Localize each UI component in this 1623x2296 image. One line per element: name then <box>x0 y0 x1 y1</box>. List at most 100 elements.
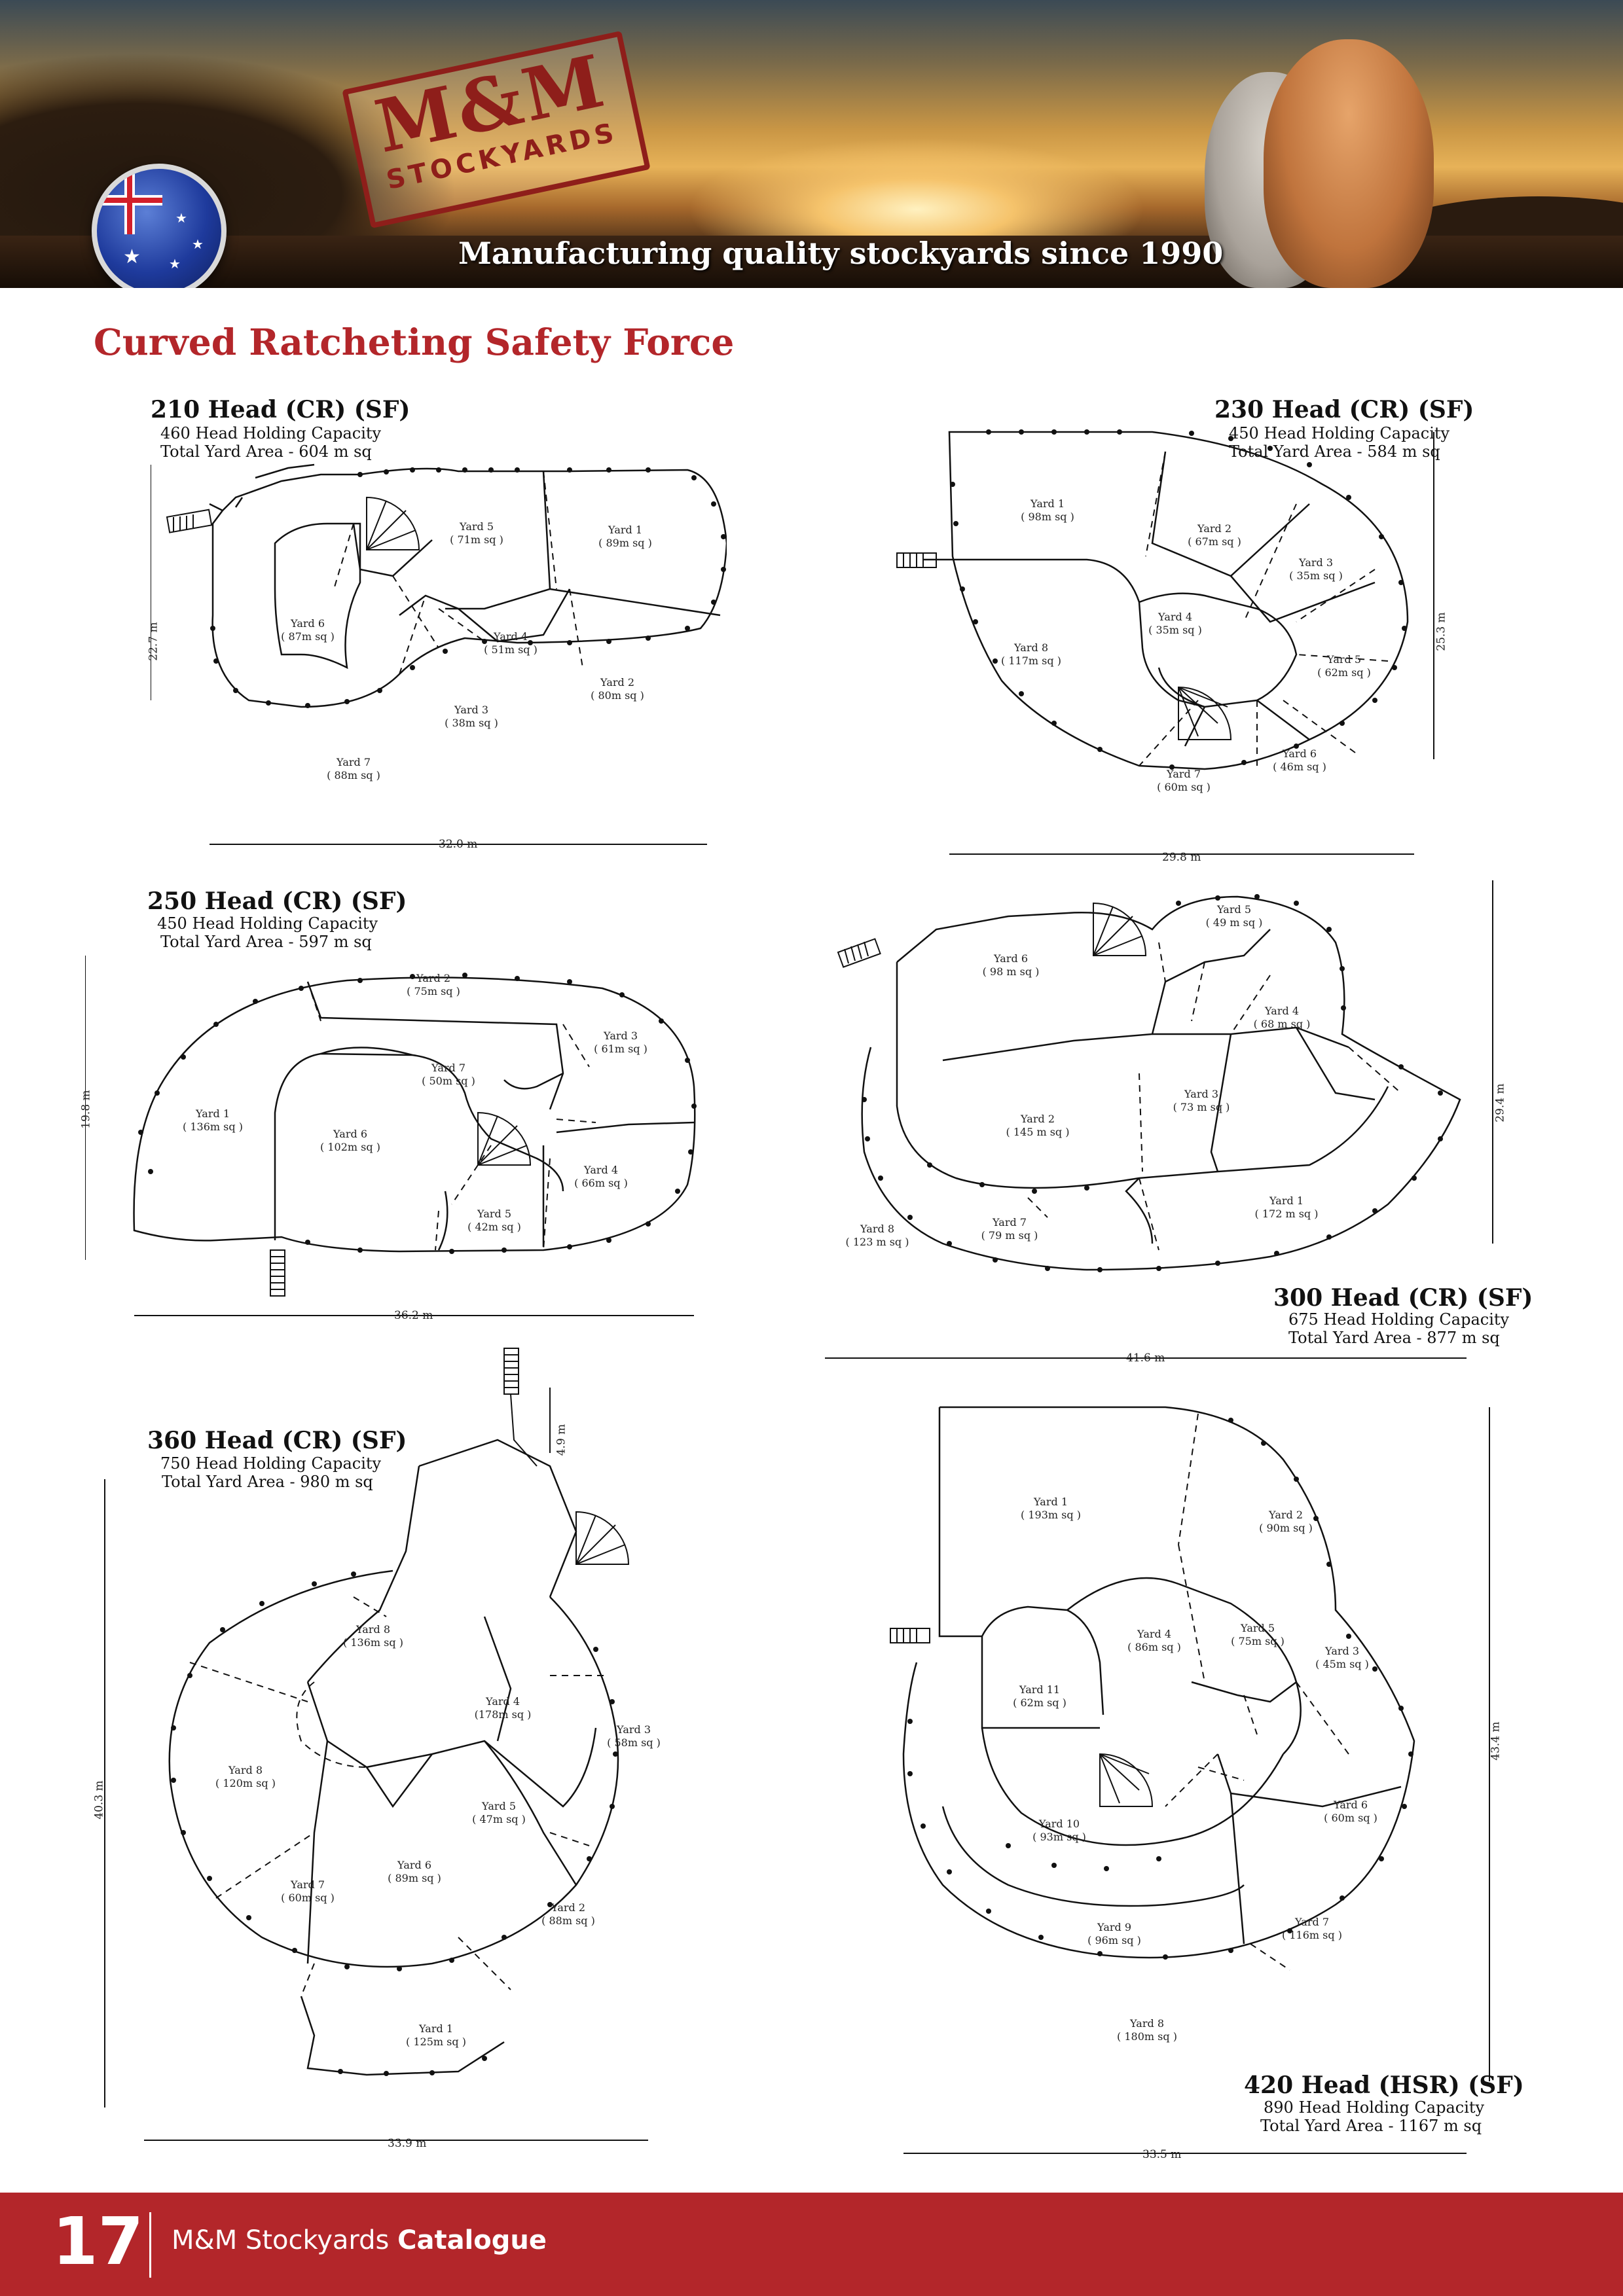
yard-label: Yard 1( 89m sq ) <box>598 524 652 549</box>
yard-label: Yard 1( 193m sq ) <box>1021 1496 1081 1521</box>
yard-label: Yard 3( 58m sq ) <box>607 1723 661 1749</box>
yard-label: Yard 6( 87m sq ) <box>281 617 335 643</box>
yard-label: Yard 5( 49 m sq ) <box>1205 903 1263 929</box>
yard-label: Yard 10( 93m sq ) <box>1032 1818 1086 1843</box>
plan-capacity: 890 Head Holding Capacity <box>1264 2098 1485 2117</box>
plan-area: Total Yard Area - 597 m sq <box>160 933 372 951</box>
yard-plan-drawing <box>151 463 727 845</box>
height-dimension: 22.7 m <box>147 622 160 661</box>
yard-label: Yard 4( 68 m sq ) <box>1253 1005 1311 1030</box>
plan-250-head: 250 Head (CR) (SF) 450 Head Holding Capa… <box>80 884 727 1329</box>
yard-label: Yard 4( 66m sq ) <box>574 1164 628 1189</box>
yard-label: Yard 6( 89m sq ) <box>388 1859 441 1884</box>
yard-label: Yard 1( 172 m sq ) <box>1254 1194 1319 1220</box>
yard-label: Yard 7( 50m sq ) <box>422 1062 475 1087</box>
yard-label: Yard 11( 62m sq ) <box>1013 1683 1067 1709</box>
tagline: Manufacturing quality stockyards since 1… <box>458 236 1224 271</box>
yard-label: Yard 5( 42m sq ) <box>467 1208 521 1233</box>
yard-label: Yard 4( 35m sq ) <box>1148 611 1202 636</box>
yard-label: Yard 3( 45m sq ) <box>1315 1645 1369 1670</box>
yard-label: Yard 5( 47m sq ) <box>472 1800 526 1825</box>
yard-label: Yard 8( 136m sq ) <box>343 1623 403 1649</box>
yard-label: Yard 7( 116m sq ) <box>1282 1916 1342 1941</box>
plan-210-head: 210 Head (CR) (SF) 460 Head Holding Capa… <box>147 393 727 864</box>
plan-capacity: 450 Head Holding Capacity <box>1229 424 1450 442</box>
plan-230-head: 230 Head (CR) (SF) 450 Head Holding Capa… <box>890 393 1480 864</box>
catalogue-prefix: M&M Stockyards <box>172 2225 390 2255</box>
height-dimension: 43.4 m <box>1489 1721 1503 1761</box>
catalogue-bold: Catalogue <box>397 2225 547 2255</box>
yard-label: Yard 5( 71m sq ) <box>450 520 503 546</box>
yard-label: Yard 7( 60m sq ) <box>281 1878 335 1904</box>
yard-label: Yard 3( 38m sq ) <box>445 704 498 729</box>
height-dimension: 29.4 m <box>1493 1083 1507 1122</box>
yard-label: Yard 6( 102m sq ) <box>320 1128 380 1153</box>
plan-area: Total Yard Area - 604 m sq <box>160 442 372 461</box>
yard-label: Yard 3( 35m sq ) <box>1289 556 1343 582</box>
width-dimension: 36.2 m <box>394 1309 433 1322</box>
height-dimension: 19.8 m <box>79 1090 93 1129</box>
yard-label: Yard 8( 180m sq ) <box>1117 2017 1177 2043</box>
plan-capacity: 750 Head Holding Capacity <box>160 1454 382 1473</box>
plan-area: Total Yard Area - 980 m sq <box>162 1473 373 1491</box>
height-dimension: 40.3 m <box>92 1780 106 1820</box>
yard-label: Yard 4(178m sq ) <box>474 1695 532 1721</box>
plan-title: 300 Head (CR) (SF) <box>1273 1284 1533 1312</box>
extra-dimension: 4.9 m <box>555 1424 568 1456</box>
plan-capacity: 450 Head Holding Capacity <box>157 914 378 933</box>
yard-label: Yard 2( 145 m sq ) <box>1006 1113 1070 1138</box>
page-title: Curved Ratcheting Safety Force <box>94 321 735 363</box>
yard-label: Yard 1( 136m sq ) <box>183 1107 243 1133</box>
yard-label: Yard 8( 123 m sq ) <box>845 1223 909 1248</box>
plan-title: 250 Head (CR) (SF) <box>147 888 407 915</box>
yard-plan-drawing <box>890 1406 1490 2154</box>
yard-label: Yard 7( 79 m sq ) <box>981 1216 1038 1242</box>
width-dimension: 41.6 m <box>1126 1352 1165 1365</box>
yard-plan-drawing <box>85 956 697 1316</box>
height-dimension: 25.3 m <box>1434 612 1448 651</box>
yard-plan-drawing <box>825 880 1493 1359</box>
yard-label: Yard 2( 90m sq ) <box>1259 1509 1313 1534</box>
page-number: 17 <box>52 2203 144 2280</box>
plan-area: Total Yard Area - 1167 m sq <box>1260 2117 1482 2135</box>
plan-title: 360 Head (CR) (SF) <box>147 1427 407 1454</box>
yard-label: Yard 6( 46m sq ) <box>1273 747 1326 773</box>
yard-label: Yard 6( 98 m sq ) <box>982 952 1040 978</box>
yard-plan-drawing <box>896 429 1434 855</box>
yard-label: Yard 3( 73 m sq ) <box>1173 1088 1230 1113</box>
plan-title: 210 Head (CR) (SF) <box>151 396 410 423</box>
yard-label: Yard 2( 75m sq ) <box>407 972 460 997</box>
plan-title: 230 Head (CR) (SF) <box>1214 396 1474 423</box>
cow-image-brown <box>1264 39 1434 288</box>
yard-label: Yard 9( 96m sq ) <box>1087 1921 1141 1946</box>
yard-label: Yard 7( 60m sq ) <box>1157 768 1211 793</box>
yard-label: Yard 1( 125m sq ) <box>406 2022 466 2048</box>
australia-flag-icon: ★ ★ ★ ★ <box>92 164 227 288</box>
header-banner: M&M STOCKYARDS ★ ★ ★ ★ Manufacturing qua… <box>0 0 1623 288</box>
yard-label: Yard 5( 75m sq ) <box>1231 1622 1285 1647</box>
yard-label: Yard 6( 60m sq ) <box>1324 1799 1377 1824</box>
yard-label: Yard 3( 61m sq ) <box>594 1030 647 1055</box>
width-dimension: 29.8 m <box>1162 851 1201 864</box>
catalogue-label: M&M Stockyards Catalogue <box>172 2225 547 2255</box>
yard-label: Yard 4( 51m sq ) <box>484 630 538 656</box>
width-dimension: 32.0 m <box>439 838 478 851</box>
yard-label: Yard 8( 120m sq ) <box>215 1764 276 1789</box>
width-dimension: 33.9 m <box>388 2137 427 2150</box>
yard-label: Yard 5( 62m sq ) <box>1317 653 1371 679</box>
plan-420-head: 420 Head (HSR) (SF) 890 Head Holding Cap… <box>877 1388 1524 2173</box>
yard-label: Yard 2( 80m sq ) <box>591 676 644 702</box>
plan-capacity: 460 Head Holding Capacity <box>160 424 382 442</box>
plan-capacity: 675 Head Holding Capacity <box>1288 1310 1510 1329</box>
footer-bar: 17 M&M Stockyards Catalogue <box>0 2193 1623 2296</box>
yard-label: Yard 2( 67m sq ) <box>1188 522 1241 548</box>
footer-divider <box>149 2212 151 2278</box>
width-dimension: 33.5 m <box>1142 2148 1182 2161</box>
yard-label: Yard 7( 88m sq ) <box>327 756 380 781</box>
yard-label: Yard 2( 88m sq ) <box>541 1901 595 1927</box>
plan-360-head: 360 Head (CR) (SF) 750 Head Holding Capa… <box>92 1335 707 2160</box>
plan-area: Total Yard Area - 877 m sq <box>1288 1329 1500 1347</box>
yard-label: Yard 4( 86m sq ) <box>1127 1628 1181 1653</box>
yard-plan-drawing <box>104 1348 648 2141</box>
plan-300-head: 300 Head (CR) (SF) 675 Head Holding Capa… <box>812 877 1533 1374</box>
